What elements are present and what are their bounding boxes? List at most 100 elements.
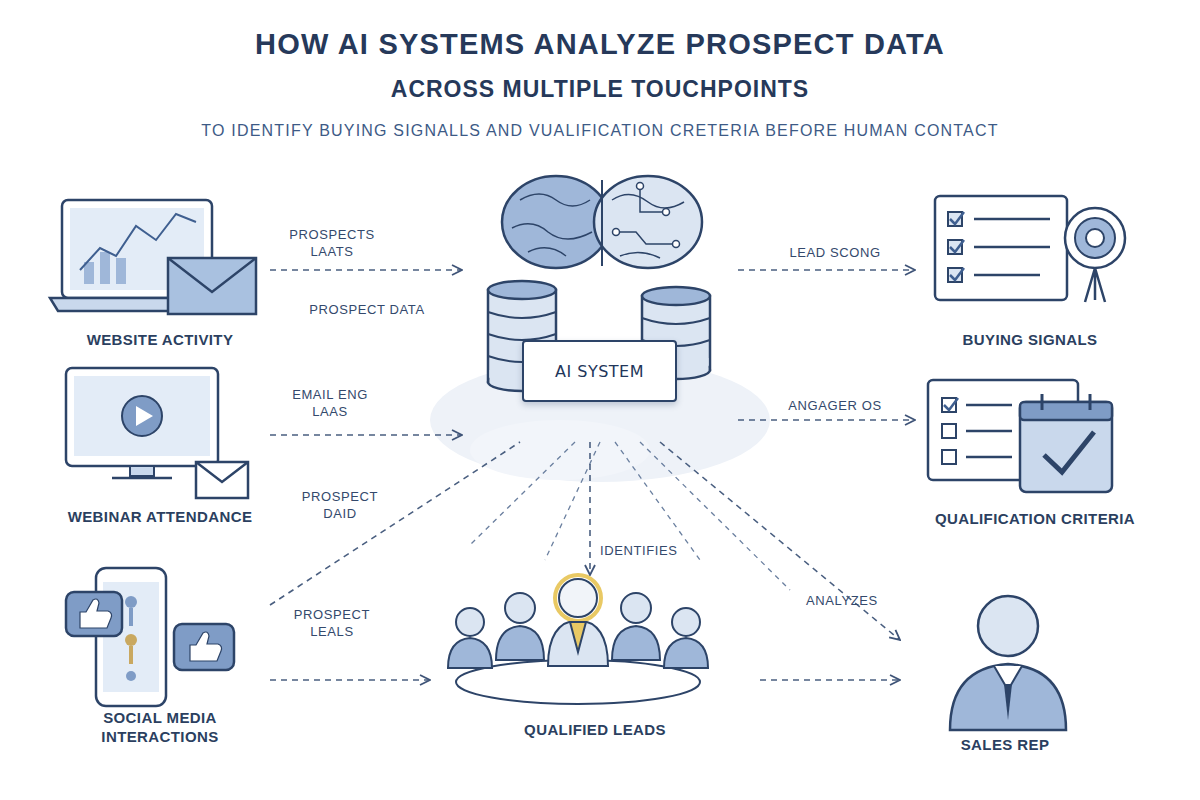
people-group-icon <box>456 608 484 636</box>
phone-icon <box>80 599 112 628</box>
brain-icon <box>512 186 684 258</box>
people-group-icon <box>448 638 492 668</box>
phone-icon <box>126 671 136 681</box>
sales-rep-icon <box>950 664 1066 730</box>
ai-system-node: AI SYSTEM <box>462 180 738 442</box>
checklist-icon <box>950 240 964 252</box>
dashed-connector <box>270 269 462 271</box>
people-group-icon <box>448 575 708 668</box>
database-icon <box>642 287 710 305</box>
brain-icon <box>613 229 620 236</box>
edge-label: PROSPECTS LAATS <box>282 226 382 260</box>
dashed-connector <box>738 269 915 271</box>
clipboard-icon <box>942 424 956 438</box>
laptop-icon <box>116 258 126 284</box>
diagram-subtitle: ACROSS MULTIPLE TOUCHPOINTS <box>0 76 1200 103</box>
brain-icon <box>616 232 676 244</box>
brain-icon <box>512 224 592 239</box>
touchpoint-node: SOCIAL MEDIA INTERACTIONS <box>50 555 270 760</box>
laptop-icon <box>50 200 256 314</box>
edge-label: EMAIL ENG LAAS <box>280 386 380 420</box>
phone-icon <box>129 608 133 626</box>
radiating-lines <box>640 442 790 590</box>
output-node: QUALIFICATION CRITERIA <box>915 372 1155 537</box>
brain-icon <box>502 176 702 268</box>
node-label: BUYING SIGNALS <box>915 330 1145 349</box>
checklist-icon <box>935 196 1125 302</box>
node-label: WEBSITE ACTIVITY <box>50 330 270 349</box>
sales-rep-icon <box>1004 684 1012 720</box>
clipboard-icon <box>966 430 1012 433</box>
node-label: QUALIFICATION CRITERIA <box>915 509 1155 528</box>
phone-icon <box>125 634 137 646</box>
checklist-icon <box>935 196 1067 300</box>
clipboard-icon <box>966 456 1012 459</box>
checklist-icon <box>974 219 1050 275</box>
people-group-icon <box>612 626 660 660</box>
clipboard-icon <box>944 398 958 410</box>
brain-icon <box>613 183 680 248</box>
people-group-icon <box>570 622 586 652</box>
checklist-icon <box>1075 218 1115 258</box>
dashed-connector <box>270 434 462 436</box>
cloud-backdrop <box>470 420 650 480</box>
dashed-connector <box>660 442 900 640</box>
sales-rep-icon <box>978 596 1038 656</box>
laptop-icon <box>168 258 256 292</box>
brain-icon <box>612 194 684 208</box>
diagram-tagline: TO IDENTIFY BUYING SIGNALLS AND VUALIFIC… <box>0 122 1200 140</box>
phone-icon <box>66 592 122 636</box>
node-label: SALES REP <box>900 735 1110 754</box>
edge-label: ANALYZES <box>806 592 916 609</box>
people-group-icon <box>672 608 700 636</box>
people-group-icon <box>555 575 601 621</box>
clipboard-icon <box>966 405 1012 457</box>
monitor-icon <box>122 396 162 436</box>
edge-label: ANGAGER OS <box>770 397 900 414</box>
monitor-icon <box>130 466 154 476</box>
laptop-icon <box>168 258 256 314</box>
checklist-icon <box>974 246 1050 249</box>
checklist-icon <box>950 268 964 280</box>
sales-rep-icon <box>950 596 1066 730</box>
dashed-connector <box>270 442 520 605</box>
radiating-lines <box>470 442 790 590</box>
checklist-icon <box>974 218 1050 221</box>
checklist-icon <box>1065 208 1125 268</box>
leads-node: QUALIFIED LEADS <box>430 575 760 760</box>
edge-label: LEAD SCONG <box>770 244 900 261</box>
brain-icon <box>637 183 644 190</box>
dashed-connector <box>760 679 900 681</box>
diagram-title: HOW AI SYSTEMS ANALYZE PROSPECT DATA <box>0 28 1200 61</box>
monitor-icon <box>196 462 248 498</box>
clipboard-icon <box>1020 402 1112 492</box>
brain-icon <box>594 176 702 268</box>
ai-system-label: AI SYSTEM <box>522 340 677 402</box>
brain-icon <box>673 241 680 248</box>
edge-label: IDENTIFIES <box>600 542 710 559</box>
clipboard-icon <box>966 404 1012 407</box>
monitor-icon <box>74 376 210 456</box>
checklist-icon <box>1085 268 1105 302</box>
clipboard-icon <box>1020 402 1112 420</box>
checklist-icon <box>950 212 964 280</box>
checklist-icon <box>974 274 1040 277</box>
checklist-icon <box>950 212 964 224</box>
phone-icon <box>129 646 133 664</box>
node-label: SOCIAL MEDIA INTERACTIONS <box>50 708 270 746</box>
laptop-icon <box>100 252 110 284</box>
people-group-icon <box>505 593 535 623</box>
flow-label: PROSPECT DATA <box>292 302 442 317</box>
monitor-icon <box>196 462 248 482</box>
sales-rep-node: SALES REP <box>900 590 1110 765</box>
touchpoint-node: WEBSITE ACTIVITY <box>50 190 270 355</box>
phone-icon <box>190 632 222 661</box>
brain-icon <box>528 248 566 256</box>
brain-icon <box>640 186 666 212</box>
brain-icon <box>620 252 660 258</box>
people-group-icon <box>664 638 708 668</box>
clipboard-icon <box>942 398 956 464</box>
database-icon <box>488 281 556 299</box>
edge-label: PROSPECT LEALS <box>282 606 382 640</box>
